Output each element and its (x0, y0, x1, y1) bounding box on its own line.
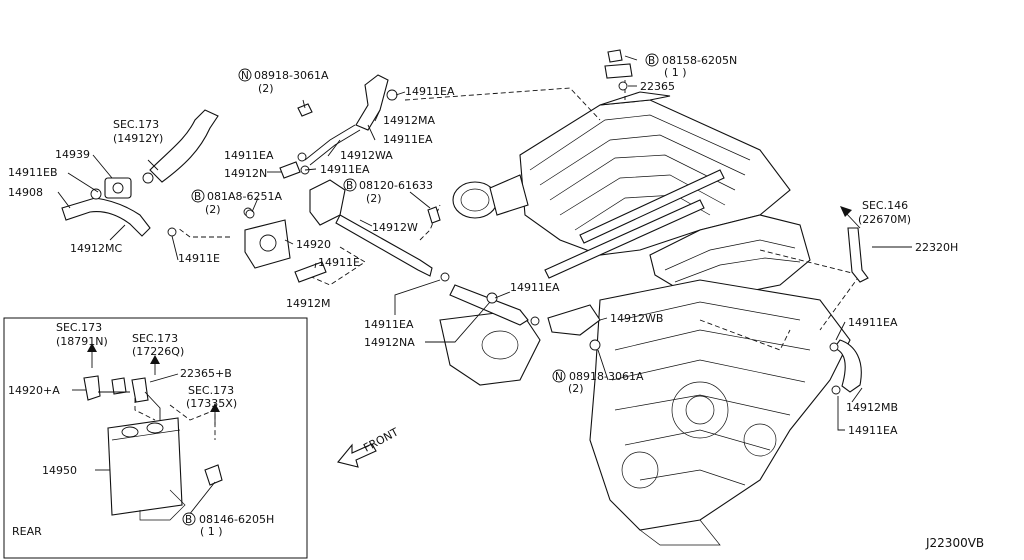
callout-b08146: B 08146-6205H ( 1 ) (182, 512, 274, 538)
direction-arrows (87, 206, 861, 425)
label-n08918-bottom-qty: (2) (568, 382, 584, 395)
label-n08918-top-prefix: N (241, 70, 249, 82)
bolt-symbol-icon (191, 189, 205, 203)
callout-n08918-top: N 08918-3061A (2) (238, 68, 329, 95)
callout-n08918-bottom: N 08918-3061A (2) (552, 369, 644, 395)
callout-labels: SEC.173 (14912Y) 14939 14911EB 14908 149… (8, 53, 984, 550)
callout-b08158: B 08158-6205N ( 1 ) (645, 53, 737, 79)
label-14950: 14950 (42, 464, 77, 477)
rear-inset (3, 317, 308, 559)
engine-block (439, 279, 851, 546)
label-b08158-code: 08158-6205N (662, 54, 737, 67)
label-b08158-qty: ( 1 ) (664, 66, 687, 79)
label-14912wb: 14912WB (610, 312, 663, 325)
label-14908: 14908 (8, 186, 43, 199)
label-sec173-17335x-line1: SEC.173 (188, 384, 234, 397)
label-n08918-bottom-code: 08918-3061A (569, 370, 644, 383)
label-b08120-qty: (2) (366, 192, 382, 205)
label-14920a: 14920+A (8, 384, 60, 397)
label-14911eb: 14911EB (8, 166, 58, 179)
label-14911ea-right: 14911EA (848, 316, 898, 329)
label-14912n: 14912N (224, 167, 267, 180)
label-14912na: 14912NA (364, 336, 415, 349)
label-front: FRONT (361, 425, 401, 454)
label-b08146-prefix: B (185, 514, 192, 526)
intake-manifold (452, 91, 811, 296)
label-sec173-17226q-line1: SEC.173 (132, 332, 178, 345)
bolt-symbol-icon (645, 53, 659, 67)
diagram-code: J22300VB (925, 536, 984, 550)
label-b08120-code: 08120-61633 (359, 179, 433, 192)
label-14911e-left: 14911E (178, 252, 220, 265)
label-b08146-code: 08146-6205H (199, 513, 274, 526)
label-b08158-prefix: B (648, 55, 655, 67)
leader-lines (57, 55, 912, 521)
label-14912w: 14912W (372, 221, 418, 234)
nut-symbol-icon (238, 68, 252, 82)
label-b081a8-code: 081A8-6251A (207, 190, 282, 203)
nut-symbol-icon (552, 369, 566, 383)
label-rear: REAR (12, 525, 42, 538)
callout-b08120: B 08120-61633 (2) (343, 178, 433, 205)
label-sec173-18791n-line2: (18791N) (56, 335, 108, 348)
label-sec173-14912y-line1: SEC.173 (113, 118, 159, 131)
label-b081a8-qty: (2) (205, 203, 221, 216)
label-14920: 14920 (296, 238, 331, 251)
label-sec173-17335x-line2: (17335X) (186, 397, 237, 410)
label-n08918-top-code: 08918-3061A (254, 69, 329, 82)
label-b08120-prefix: B (346, 180, 353, 192)
label-14912m: 14912M (286, 297, 330, 310)
label-14911ea-d: 14911EA (510, 281, 560, 294)
hoses-left (61, 49, 869, 395)
label-14911ea-a: 14911EA (383, 133, 433, 146)
label-14912ma: 14912MA (383, 114, 435, 127)
bolt-symbol-icon (182, 512, 196, 526)
label-14911ea-c: 14911EA (320, 163, 370, 176)
label-14911ea-top: 14911EA (405, 85, 455, 98)
label-14912mb: 14912MB (846, 401, 898, 414)
front-indicator (337, 443, 377, 468)
label-22365b: 22365+B (180, 367, 232, 380)
bolt-symbol-icon (343, 178, 357, 192)
label-14912wa: 14912WA (340, 149, 393, 162)
label-14911ea-e: 14911EA (364, 318, 414, 331)
label-sec173-18791n-line1: SEC.173 (56, 321, 102, 334)
label-sec146-line2: (22670M) (858, 213, 911, 226)
label-14911ea-right-low: 14911EA (848, 424, 898, 437)
label-22365: 22365 (640, 80, 675, 93)
label-sec173-17226q-line2: (17226Q) (132, 345, 184, 358)
label-sec146-line1: SEC.146 (862, 199, 908, 212)
label-n08918-bottom-prefix: N (555, 371, 563, 383)
label-b08146-qty: ( 1 ) (200, 525, 223, 538)
label-14911e-mid: 14911E (318, 256, 360, 269)
label-14912mc: 14912MC (70, 242, 122, 255)
callout-b081a8: B 081A8-6251A (2) (191, 189, 282, 216)
label-14911ea-b: 14911EA (224, 149, 274, 162)
label-sec173-14912y-line2: (14912Y) (113, 132, 163, 145)
label-14939: 14939 (55, 148, 90, 161)
label-b081a8-prefix: B (194, 191, 201, 203)
label-n08918-top-qty: (2) (258, 82, 274, 95)
label-22320h: 22320H (915, 241, 958, 254)
